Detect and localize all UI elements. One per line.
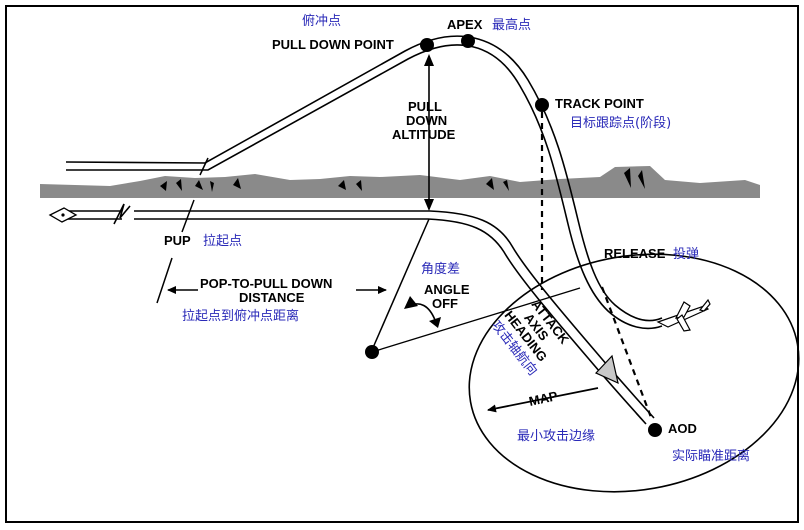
angle-off-label-1: ANGLE (424, 282, 470, 297)
pull-down-altitude-label-2: DOWN (406, 113, 447, 128)
aod-label: AOD (668, 421, 697, 436)
pull-down-altitude-label-3: ALTITUDE (392, 127, 456, 142)
release-drop-line (600, 286, 654, 421)
track-point-dot (535, 98, 549, 112)
angle-off-arrowhead-upper (404, 296, 418, 309)
entry-tick (199, 157, 209, 176)
terrain-ridges (160, 168, 645, 192)
track-point-label: TRACK POINT (555, 96, 644, 111)
ground-line (371, 287, 581, 353)
flight-path-lower (60, 210, 655, 425)
angle-off-label-cn: 角度差 (421, 261, 460, 277)
pop-to-pull-label-2: DISTANCE (239, 290, 305, 305)
target-area-ellipse (468, 253, 800, 493)
map-label: MAP (528, 388, 560, 409)
pop-to-pull-label-1: POP-TO-PULL DOWN (200, 276, 332, 291)
path-break-mark (113, 203, 131, 225)
map-arrow (487, 387, 599, 413)
angle-off-arrowhead-lower (429, 317, 441, 328)
angle-off-label-2: OFF (432, 296, 458, 311)
terrain-band (40, 166, 760, 198)
pull-down-altitude-arrowhead-bottom (424, 199, 434, 211)
pup-tick (181, 199, 195, 233)
pull-down-point-label-cn: 俯冲点 (302, 13, 341, 29)
pup-label: PUP (164, 233, 191, 248)
pop-to-pull-boundary-left (156, 257, 173, 304)
angle-off-vertex-dot (365, 345, 379, 359)
map-label-cn: 最小攻击边缘 (517, 429, 595, 444)
bomb-icon (594, 354, 619, 385)
pop-to-pull-label-cn: 拉起点到俯冲点距离 (182, 308, 299, 324)
pup-label-cn: 拉起点 (203, 234, 242, 249)
apex-label: APEX (447, 17, 483, 32)
pull-down-altitude-arrowhead-top (424, 54, 434, 66)
pop-to-pull-boundary-right (371, 218, 430, 351)
attack-axis-heading-group: ATTACK AXIS HEADING 攻击轴航向 (488, 297, 572, 379)
initial-point-dot (61, 213, 65, 217)
release-label: RELEASE (604, 246, 666, 261)
pull-down-altitude-label-1: PULL (408, 99, 442, 114)
release-label-cn: 投弹 (673, 246, 699, 262)
apex-dot (461, 34, 475, 48)
diagram-frame (5, 5, 799, 523)
pull-down-point-dot (420, 38, 434, 52)
aod-label-cn: 实际瞄准距离 (672, 448, 750, 464)
track-point-label-cn: 目标跟踪点(阶段) (570, 116, 671, 131)
apex-label-cn: 最高点 (492, 17, 531, 33)
aod-dot (648, 423, 662, 437)
map-label-group: MAP (528, 388, 560, 409)
aircraft-icon (656, 298, 711, 332)
pull-down-point-label: PULL DOWN POINT (272, 37, 394, 52)
